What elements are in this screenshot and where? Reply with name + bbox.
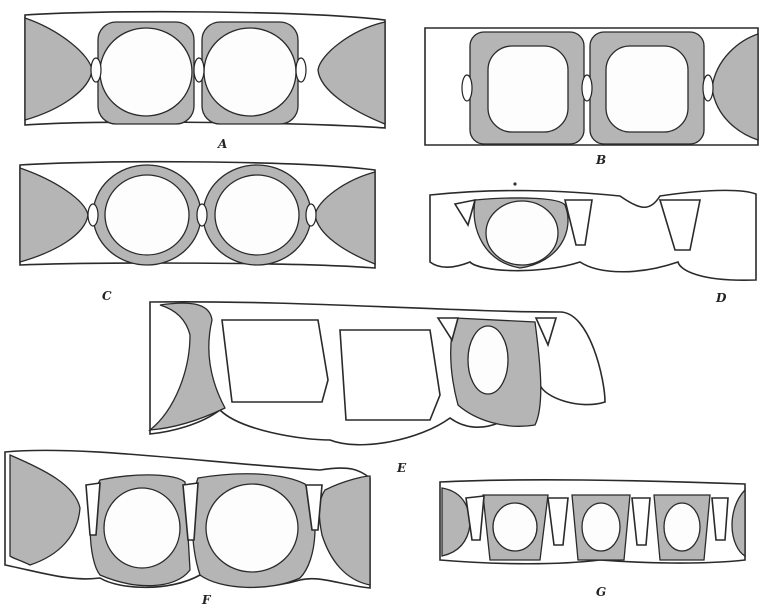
figure-label-d: D [715,291,727,305]
figure-a: A [25,12,385,151]
figure-f: F [5,450,370,607]
figure-label-a: A [217,137,227,151]
figure-g: G [440,480,745,599]
figure-label-f: F [201,593,212,607]
figure-label-c: C [102,289,112,303]
figure-d: D [430,182,756,305]
figure-label-g: G [596,585,606,599]
figure-b: B [425,28,758,167]
figure-label-e: E [396,461,407,475]
figure-e: E [150,302,605,475]
figure-c: C [20,162,375,303]
figure-label-b: B [595,153,606,167]
